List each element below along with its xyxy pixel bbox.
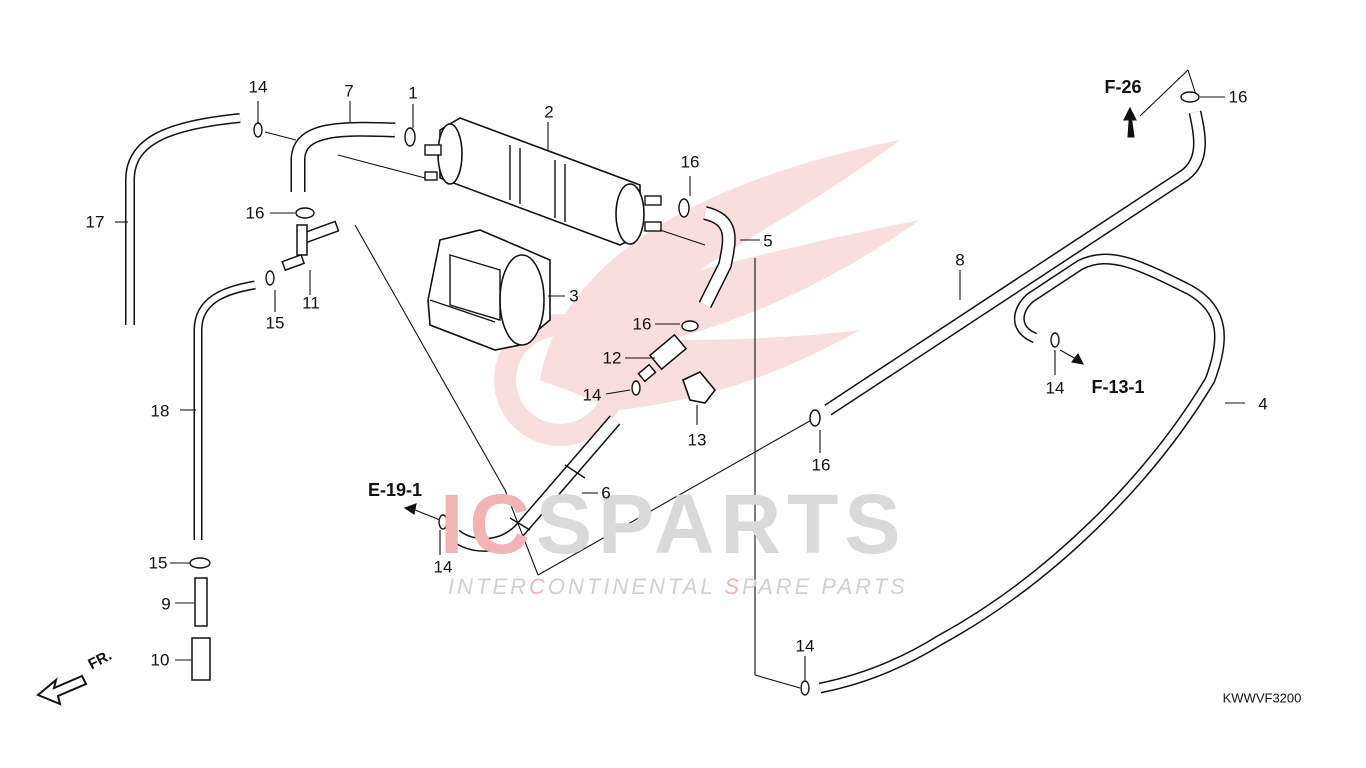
callout-16a: 16 (245, 203, 265, 223)
cap-13 (682, 371, 717, 404)
canister-2 (424, 117, 662, 246)
watermark-logo (494, 140, 920, 446)
clips (189, 91, 1200, 696)
hose-18 (193, 280, 256, 540)
leader-lines (115, 69, 1245, 689)
watermark-brand: ICSPARTS (440, 477, 907, 571)
callout-3: 3 (569, 286, 579, 306)
callout-16e: 16 (1228, 87, 1248, 107)
callout-18: 18 (150, 401, 170, 421)
callout-14a: 14 (248, 77, 268, 97)
holder-3 (427, 229, 551, 351)
ref-f-13-1: F-13-1 (1091, 377, 1145, 397)
hose-8 (824, 110, 1206, 416)
callout-5: 5 (763, 231, 773, 251)
callout-17: 17 (85, 212, 105, 232)
front-arrow-icon (36, 674, 88, 706)
callout-13: 13 (687, 430, 707, 450)
cap-10 (191, 637, 211, 681)
callout-6: 6 (601, 483, 611, 503)
callout-16c: 16 (632, 314, 652, 334)
callout-14b: 14 (582, 385, 602, 405)
callout-10: 10 (150, 650, 170, 670)
callout-7: 7 (344, 81, 354, 101)
callout-16d: 16 (811, 455, 831, 475)
diagram-code: KWWVF3200 (1222, 690, 1302, 706)
callout-14d: 14 (1045, 378, 1065, 398)
watermark-tagline: INTERCONTINENTAL SPARE PARTS (448, 574, 908, 599)
callout-4: 4 (1258, 394, 1268, 414)
callout-15b: 15 (148, 553, 168, 573)
callout-14e: 14 (795, 636, 815, 656)
callout-12: 12 (602, 348, 622, 368)
joint-9 (194, 577, 208, 627)
callout-9: 9 (161, 594, 171, 614)
valve-12 (637, 333, 688, 383)
ref-e-19-1: E-19-1 (367, 480, 423, 500)
joint-11 (281, 220, 340, 272)
ref-f-26: F-26 (1104, 77, 1142, 97)
callout-1: 1 (408, 83, 418, 103)
callout-14c: 14 (433, 557, 453, 577)
callout-15a: 15 (265, 313, 285, 333)
callout-8: 8 (955, 250, 965, 270)
callout-11: 11 (302, 293, 320, 313)
callout-16b: 16 (680, 152, 700, 172)
callout-2: 2 (544, 102, 554, 122)
